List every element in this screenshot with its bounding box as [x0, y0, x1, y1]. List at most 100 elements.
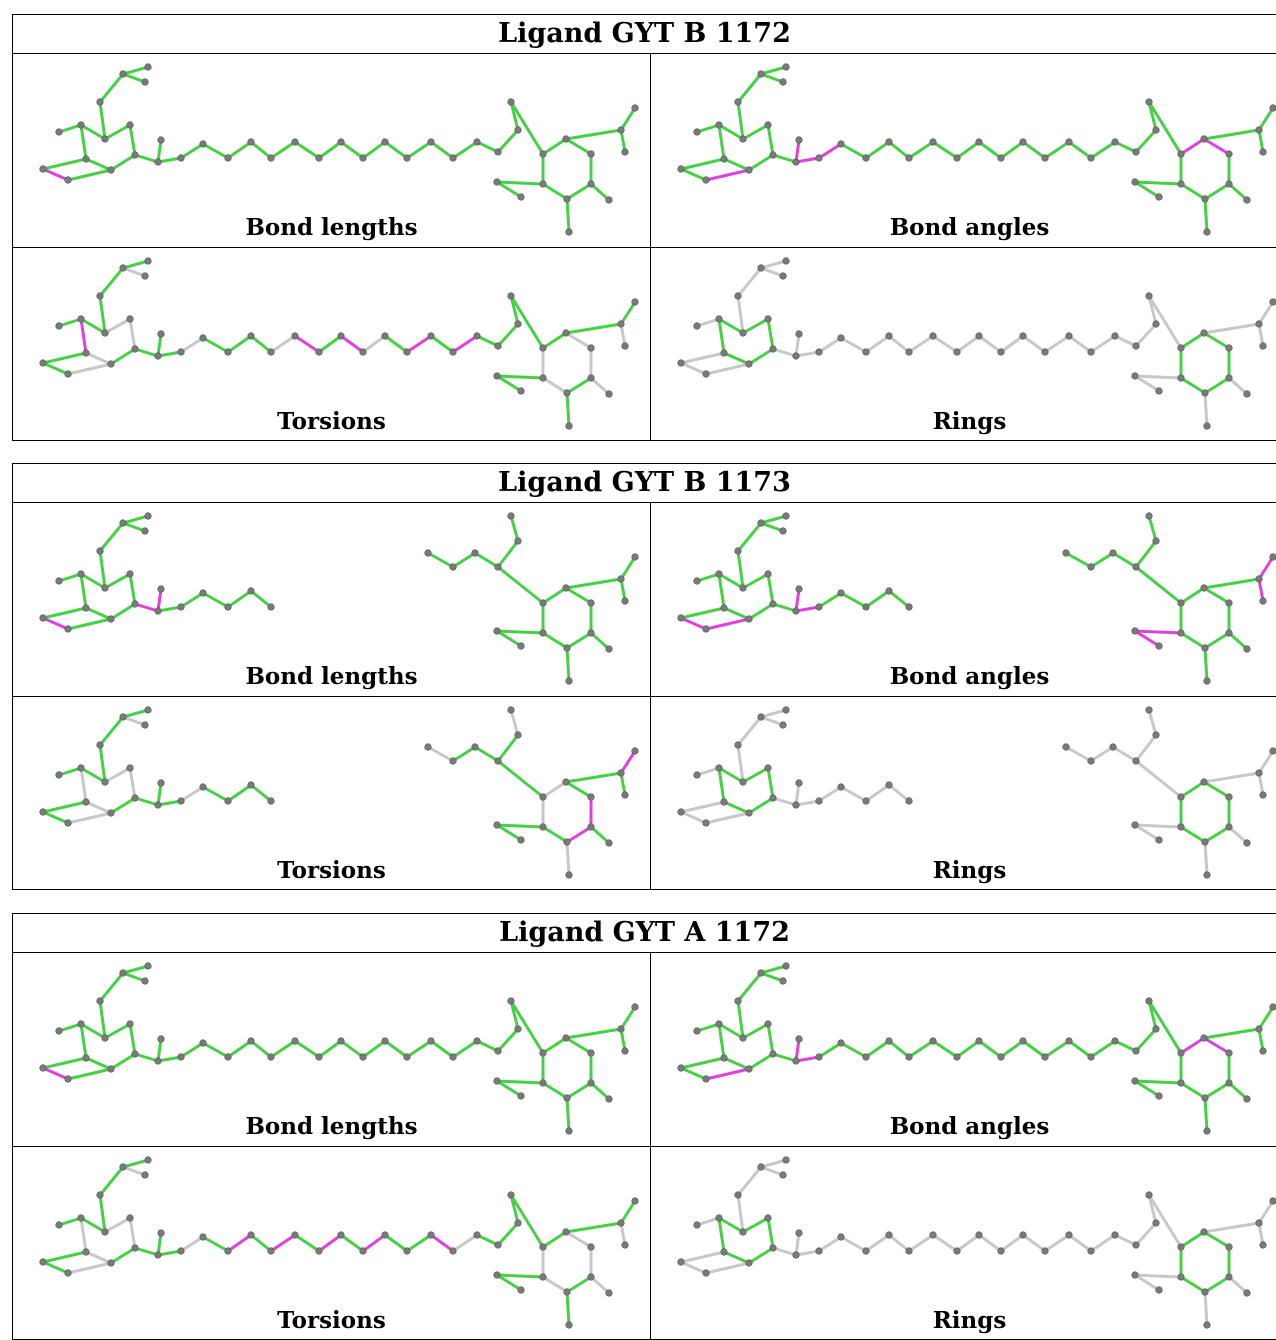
molecule-diagram — [39, 962, 639, 1135]
atom — [494, 148, 502, 156]
atom — [96, 997, 104, 1005]
atom — [291, 138, 299, 146]
bond — [1147, 514, 1158, 543]
atom — [1225, 1079, 1233, 1087]
bond — [98, 715, 125, 747]
atom — [745, 1259, 753, 1267]
panel-label: Rings — [932, 1307, 1007, 1334]
atom — [427, 1231, 435, 1239]
bond — [564, 771, 623, 784]
bond — [999, 1233, 1025, 1253]
bond — [887, 589, 911, 609]
bond — [704, 362, 751, 376]
bond — [564, 577, 623, 590]
bond — [361, 140, 387, 160]
bond — [759, 964, 788, 975]
bond — [496, 1221, 520, 1247]
atom — [837, 334, 845, 342]
atom — [359, 154, 367, 162]
atom — [77, 764, 85, 772]
bond — [864, 140, 891, 160]
atom — [1132, 1241, 1140, 1249]
bond — [98, 743, 107, 784]
atom — [605, 645, 613, 653]
bond — [317, 140, 343, 160]
bond — [1134, 1221, 1158, 1247]
atom — [702, 625, 710, 633]
atom — [562, 329, 570, 337]
bond — [741, 1216, 770, 1234]
bond — [1147, 708, 1158, 737]
bond — [496, 1027, 520, 1053]
bond — [817, 142, 843, 160]
bond — [817, 1235, 843, 1253]
ligand-title: Ligand GYT B 1173 — [13, 464, 1276, 503]
bond — [999, 140, 1025, 160]
atom — [101, 778, 109, 786]
atom — [507, 98, 515, 106]
atom — [1177, 150, 1185, 158]
atom — [493, 1271, 501, 1279]
atom — [779, 527, 787, 535]
atom — [126, 121, 134, 129]
atom — [1065, 1037, 1073, 1045]
atom — [177, 1247, 185, 1255]
atom — [779, 1171, 787, 1179]
bond — [771, 153, 798, 164]
bond — [339, 140, 365, 160]
atom — [702, 176, 710, 184]
atom — [795, 779, 803, 787]
atom — [1087, 757, 1095, 765]
bond — [619, 577, 627, 603]
bond — [1227, 1081, 1249, 1101]
molecule-panel: Torsions — [13, 1147, 650, 1340]
atom — [1243, 1289, 1251, 1297]
bond — [121, 65, 150, 76]
bond — [759, 715, 785, 727]
atom — [764, 570, 772, 578]
bond — [495, 1273, 545, 1279]
atom — [745, 809, 753, 817]
bond — [695, 1022, 721, 1033]
atom — [815, 797, 823, 805]
bond — [839, 336, 868, 354]
atom — [1200, 1034, 1208, 1042]
bond — [931, 140, 959, 160]
bond — [1064, 551, 1093, 569]
atom — [621, 1047, 629, 1055]
bond — [741, 1022, 770, 1040]
atom — [1041, 1053, 1049, 1061]
atom — [96, 292, 104, 300]
atom — [1269, 1003, 1276, 1011]
atom — [587, 793, 595, 801]
atom — [39, 1258, 47, 1266]
bond — [1227, 631, 1249, 651]
bond — [475, 1039, 500, 1053]
bond — [57, 572, 83, 583]
atom — [1243, 196, 1251, 204]
atom — [693, 577, 701, 585]
atom — [131, 794, 139, 802]
bond — [679, 800, 726, 814]
panel-label: Bond lengths — [245, 1113, 418, 1140]
bond — [887, 334, 911, 354]
atom — [403, 348, 411, 356]
bond — [887, 1233, 911, 1253]
bond — [98, 971, 125, 1003]
bond — [1111, 745, 1138, 763]
bond — [84, 351, 113, 366]
bond — [201, 1235, 230, 1253]
panel-label: Bond angles — [889, 214, 1050, 241]
bond — [201, 1041, 230, 1059]
bond — [564, 586, 593, 605]
atom — [1131, 1271, 1139, 1279]
bond — [121, 708, 150, 719]
atom — [1269, 553, 1276, 561]
atom — [677, 614, 685, 622]
molecule-diagram — [39, 63, 639, 236]
bond — [704, 1067, 751, 1081]
bond — [495, 180, 545, 186]
bond — [1043, 140, 1071, 160]
bond — [156, 1037, 163, 1063]
bond — [201, 591, 230, 609]
